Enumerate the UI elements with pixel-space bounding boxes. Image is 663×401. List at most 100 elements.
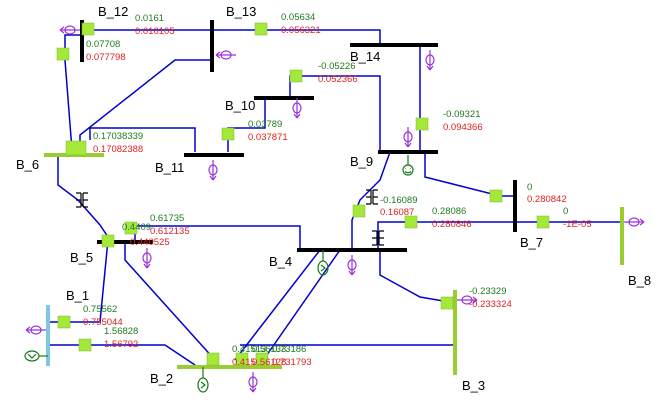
generator-bus2-icon[interactable] bbox=[197, 367, 209, 393]
flow-marker-9-14[interactable] bbox=[415, 117, 429, 131]
flow-marker-2-b[interactable] bbox=[235, 352, 249, 366]
load-bus3-icon[interactable] bbox=[457, 295, 478, 305]
flow-10-11-q: 0.037871 bbox=[248, 132, 288, 143]
flow-2-c-p: 0.73186 bbox=[272, 344, 306, 355]
flow-10-11-p: 0.03789 bbox=[248, 119, 282, 130]
bus-labels: B_12 B_13 B_14 B_10 B_6 B_11 B_9 B_7 B_8… bbox=[16, 4, 651, 393]
flow-marker-10-11[interactable] bbox=[221, 127, 235, 141]
transformer-5-6-icon bbox=[76, 192, 88, 208]
flow-marker-10-14[interactable] bbox=[289, 69, 303, 83]
bus-label-9: B_9 bbox=[350, 154, 373, 169]
load-bus13-icon[interactable] bbox=[215, 50, 236, 60]
flow-markers bbox=[56, 22, 550, 366]
generator-bus4-icon[interactable] bbox=[317, 250, 329, 276]
line-6-11 bbox=[89, 127, 196, 152]
flow-13-14-q: 0.056321 bbox=[281, 25, 321, 36]
flow-12-13-q: 0.016105 bbox=[135, 26, 175, 37]
load-bus11-icon[interactable] bbox=[208, 160, 218, 181]
flow-2-a-q: 0.415 bbox=[232, 357, 256, 368]
flow-5-4-p: 0.61735 bbox=[150, 213, 184, 224]
flow-10-14-q: 0.052366 bbox=[318, 74, 358, 85]
flow-marker-5-6[interactable] bbox=[101, 234, 115, 248]
bus-label-1: B_1 bbox=[66, 288, 89, 303]
load-bus4-icon[interactable] bbox=[347, 255, 357, 276]
flow-marker-6-12[interactable] bbox=[56, 47, 70, 61]
line-13-14 bbox=[212, 29, 381, 45]
flow-4-7-q: 0.280846 bbox=[432, 219, 472, 230]
loads bbox=[25, 25, 645, 393]
flow-marker-3[interactable] bbox=[440, 296, 454, 310]
flow-6-11-q: 0.17082388 bbox=[93, 144, 143, 155]
bus-label-4: B_4 bbox=[269, 254, 292, 269]
flow-4-9-q: 0.16087 bbox=[380, 207, 414, 218]
flow-6-12-p: 0.07708 bbox=[86, 39, 120, 50]
transformers bbox=[76, 189, 384, 246]
flow-1-5-p: 0.75562 bbox=[83, 304, 117, 315]
line-10-14 bbox=[289, 75, 381, 152]
transformer-4-7-icon bbox=[372, 230, 384, 246]
bus-label-7: B_7 bbox=[520, 235, 543, 250]
flow-marker-9-7[interactable] bbox=[489, 189, 503, 203]
line-4-2b bbox=[261, 249, 341, 363]
bus-label-6: B_6 bbox=[16, 157, 39, 172]
flow-10-14-p: -0.05226 bbox=[318, 61, 356, 72]
generator-bus1-icon[interactable] bbox=[24, 350, 48, 362]
line-4-7 bbox=[377, 221, 515, 250]
line-12-6 bbox=[64, 34, 82, 151]
flow-9-7-q: 0.280842 bbox=[527, 194, 567, 205]
transformer-4-9-icon bbox=[366, 189, 378, 205]
flow-3-q: -0.233324 bbox=[469, 299, 512, 310]
flow-5-4-q: 0.612135 bbox=[150, 226, 190, 237]
bus-label-13: B_13 bbox=[226, 4, 256, 19]
flow-marker-4-7[interactable] bbox=[404, 215, 418, 229]
line-4-3 bbox=[379, 250, 456, 304]
flow-2-b-q: 0.56128 bbox=[252, 357, 286, 368]
load-bus2-icon[interactable] bbox=[248, 372, 258, 393]
flow-marker-2-a[interactable] bbox=[206, 352, 220, 366]
load-bus14-icon[interactable] bbox=[425, 50, 435, 71]
flow-marker-1-5[interactable] bbox=[57, 315, 71, 329]
bus-label-5: B_5 bbox=[70, 250, 93, 265]
flow-4-7-p: 0.28086 bbox=[432, 206, 466, 217]
flow-9-7-p: 0 bbox=[527, 182, 532, 193]
bus-label-14: B_14 bbox=[350, 49, 380, 64]
bus-label-12: B_12 bbox=[98, 4, 128, 19]
flow-6-11-p: 0.17038339 bbox=[93, 131, 143, 142]
generators bbox=[24, 155, 414, 393]
line-5-2 bbox=[124, 240, 216, 361]
load-bus1-icon[interactable] bbox=[25, 325, 46, 335]
load-bus5-icon[interactable] bbox=[142, 248, 152, 269]
flow-marker-1-2[interactable] bbox=[78, 338, 92, 352]
flow-13-14-p: 0.05634 bbox=[281, 12, 315, 23]
flow-marker-5-4[interactable] bbox=[124, 221, 138, 235]
bus-label-3: B_3 bbox=[462, 378, 485, 393]
load-bus9-icon[interactable] bbox=[403, 127, 413, 148]
flow-5-6-q: 0.440525 bbox=[130, 237, 170, 248]
flow-marker-4-9[interactable] bbox=[352, 204, 366, 218]
flow-marker-6-11[interactable] bbox=[65, 140, 87, 156]
flow-2-b-p: 0.56133 bbox=[252, 344, 286, 355]
load-bus10-icon[interactable] bbox=[292, 98, 302, 119]
flow-12-13-p: 0.0161 bbox=[135, 13, 164, 24]
load-bus12-icon[interactable] bbox=[59, 25, 80, 35]
load-bus8-icon[interactable] bbox=[624, 217, 645, 227]
compensator-bus9-icon[interactable] bbox=[402, 155, 414, 176]
flow-5-6-p: 0.4409 bbox=[122, 222, 151, 233]
flow-marker-13-14[interactable] bbox=[254, 22, 268, 36]
flow-6-12-q: 0.077798 bbox=[86, 52, 126, 63]
flow-1-5-q: 0.755044 bbox=[83, 317, 123, 328]
bus-label-11: B_11 bbox=[155, 160, 184, 175]
flow-9-14-p: -0.09321 bbox=[443, 109, 481, 120]
flow-3-p: -0.23329 bbox=[469, 286, 507, 297]
flow-7-8-q: -1E-05 bbox=[563, 219, 592, 230]
bus-label-10: B_10 bbox=[225, 98, 255, 113]
line-9-7 bbox=[424, 152, 515, 197]
flow-2-a-p: 0.41513 bbox=[232, 344, 266, 355]
flow-1-2-q: 1.56792 bbox=[104, 339, 138, 350]
flow-7-8-p: 0 bbox=[563, 206, 568, 217]
flow-marker-7-8[interactable] bbox=[536, 215, 550, 229]
flow-marker-12-13[interactable] bbox=[81, 22, 95, 36]
flow-marker-2-c[interactable] bbox=[255, 352, 269, 366]
